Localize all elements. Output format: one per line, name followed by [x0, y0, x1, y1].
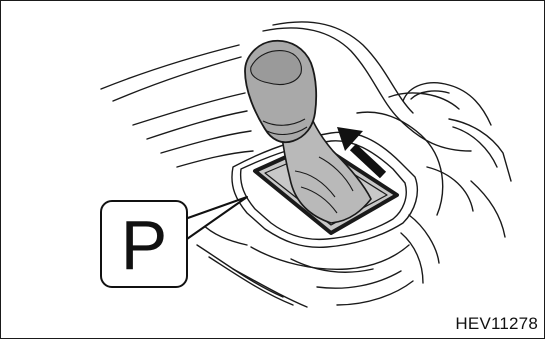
console-line	[317, 271, 401, 288]
console-line	[113, 57, 241, 101]
console-line	[201, 223, 247, 245]
console-line	[471, 181, 505, 237]
armrest-line	[453, 127, 497, 167]
figure-code: HEV11278	[455, 314, 538, 334]
park-position-label: P	[121, 210, 168, 280]
console-line	[133, 93, 245, 125]
console-line	[161, 131, 251, 153]
console-line	[251, 245, 409, 269]
callout-pointer	[185, 197, 247, 239]
console-line	[337, 281, 413, 305]
console-line	[427, 167, 473, 211]
console-line	[409, 215, 439, 263]
shift-position-callout: P	[100, 200, 188, 288]
console-line	[177, 151, 253, 167]
console-line	[401, 233, 423, 283]
armrest-line	[403, 83, 491, 125]
console-line	[101, 45, 239, 89]
console-line	[233, 269, 307, 307]
